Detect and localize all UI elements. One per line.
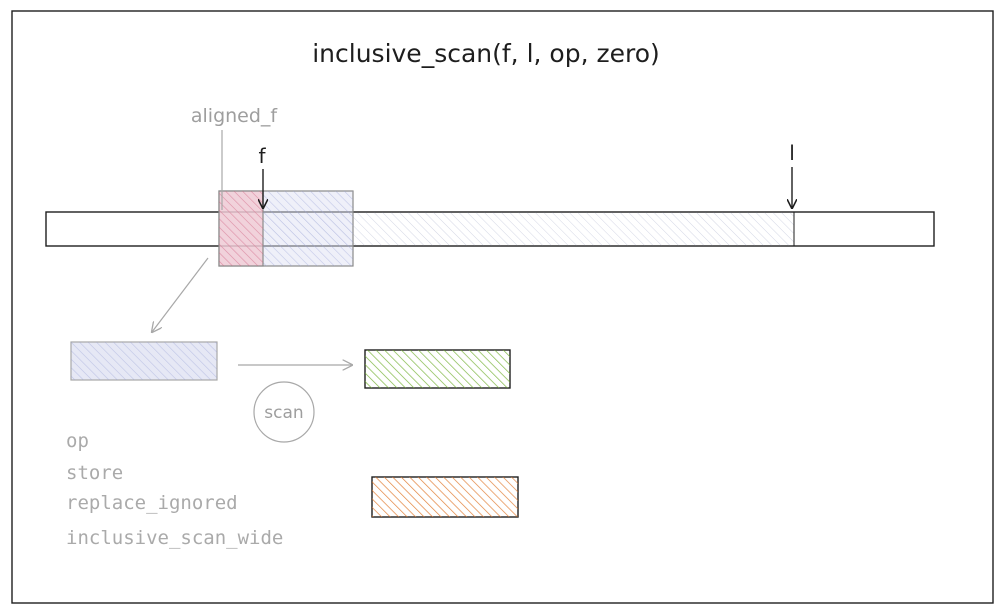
f-label: f <box>258 144 266 168</box>
scan-circle <box>253 381 315 443</box>
loaded-register-blue-hatch <box>71 342 217 380</box>
accumulator-register-orange-hatch <box>372 477 518 517</box>
result-register-green-hatch <box>365 350 510 388</box>
operation-inclusive-scan-wide: inclusive_scan_wide <box>66 527 283 549</box>
outer-frame <box>11 10 994 604</box>
operation-store: store <box>66 462 123 484</box>
aligned-f-label: aligned_f <box>191 105 279 127</box>
diagram-title: inclusive_scan(f, l, op, zero) <box>312 39 660 68</box>
operations-list: op store replace_ignored inclusive_scan_… <box>66 430 283 549</box>
operation-replace-ignored: replace_ignored <box>66 492 238 514</box>
ignored-head-red-hatch <box>219 191 263 266</box>
operation-op: op <box>66 430 89 452</box>
scan-label: scan <box>264 403 303 423</box>
l-label: l <box>789 141 795 165</box>
load-arrow <box>152 257 209 332</box>
